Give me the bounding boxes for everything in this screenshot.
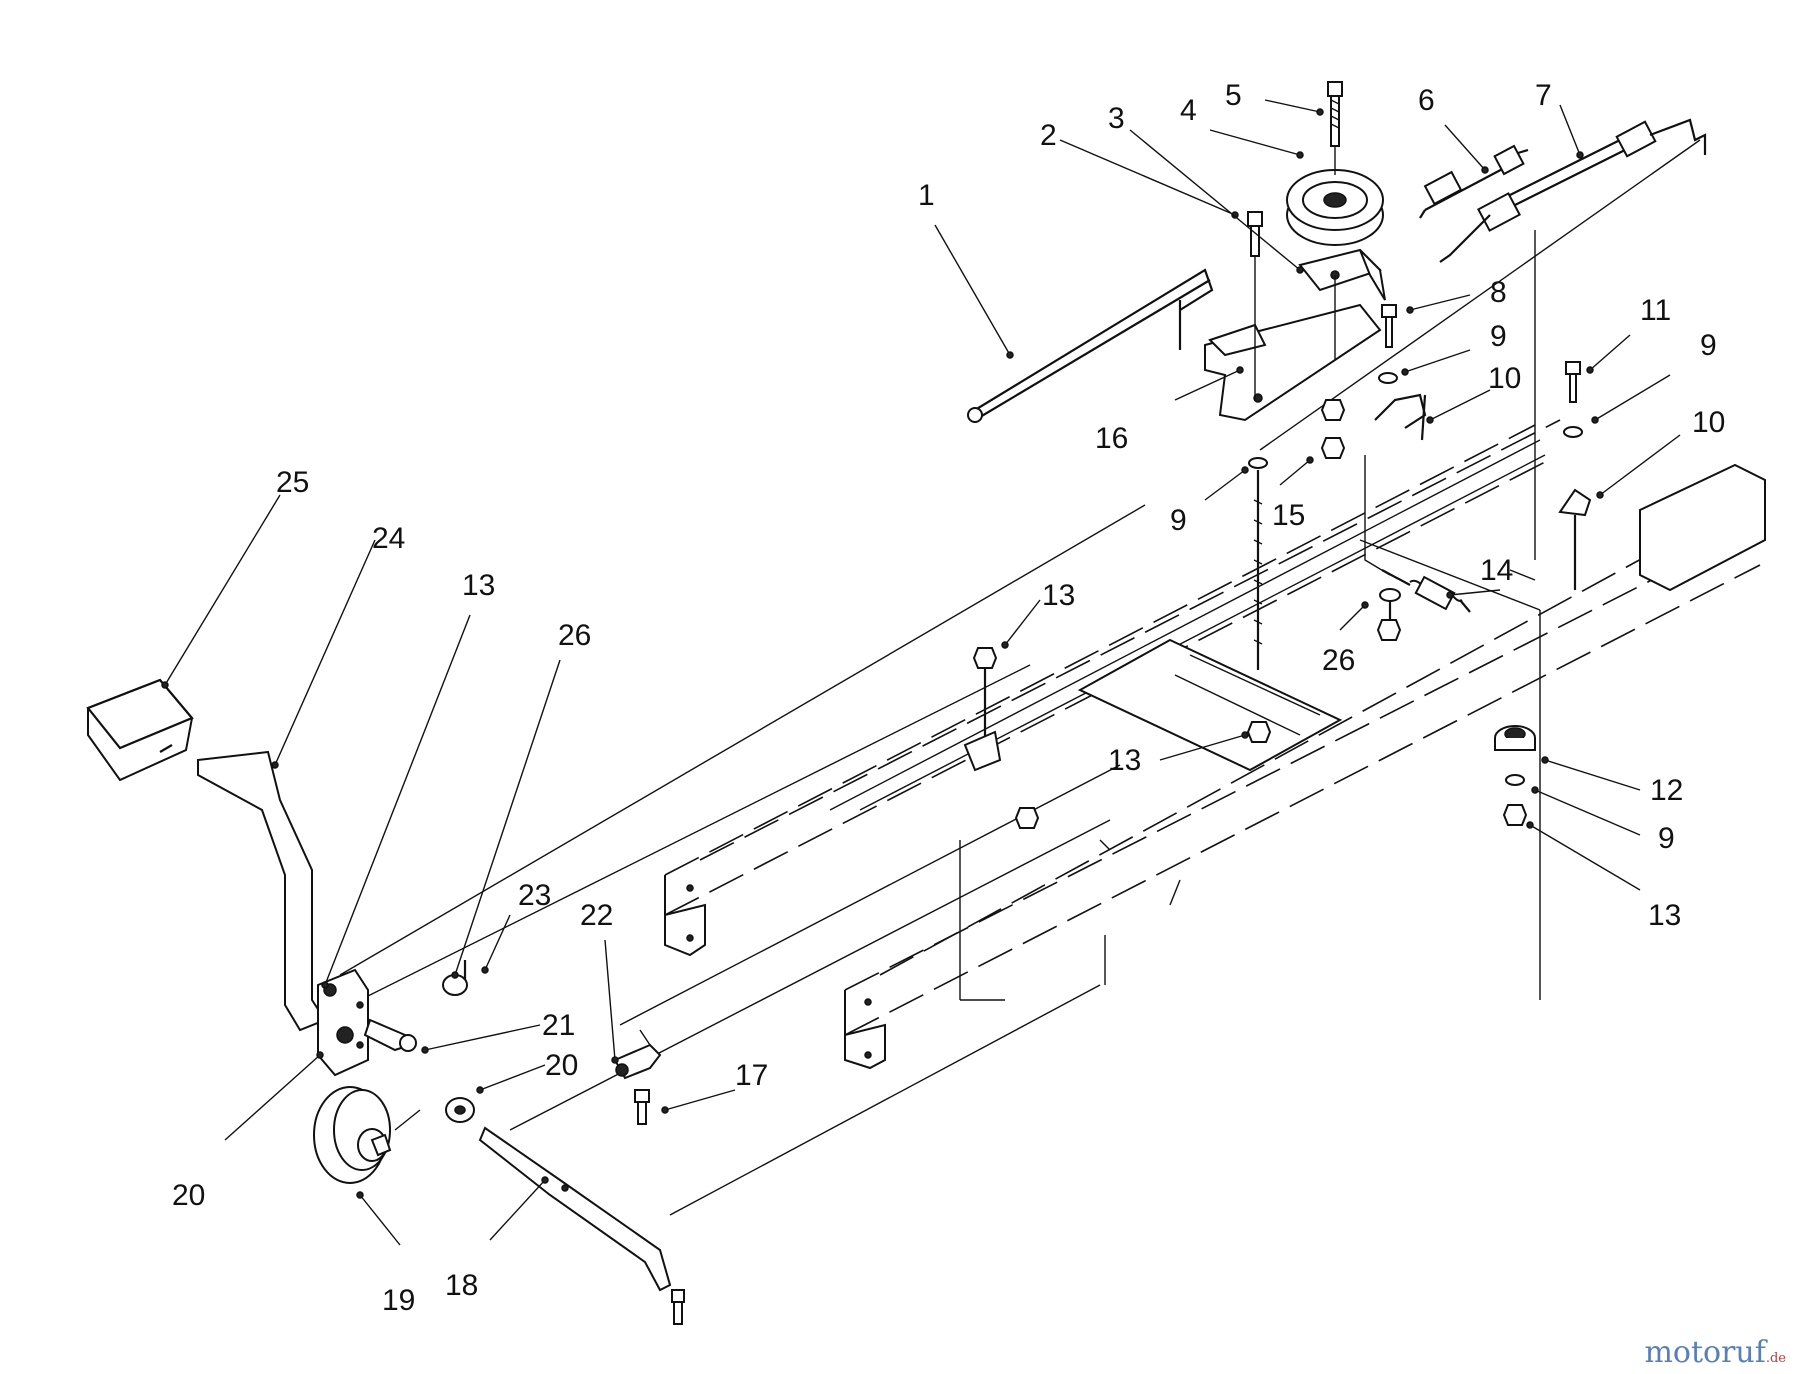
- callout-26-b: 26: [1322, 644, 1355, 677]
- part-22-clip: [613, 1029, 662, 1080]
- part-20-washer: [445, 1097, 475, 1123]
- leader-lines: [161, 99, 1681, 1246]
- part-19-pulley: [313, 1086, 421, 1184]
- assembly-lines: [339, 139, 1701, 1216]
- callout-25: 25: [276, 466, 309, 499]
- callout-5: 5: [1225, 79, 1242, 112]
- callout-14: 14: [1480, 554, 1513, 587]
- part-15-nut: [1320, 399, 1391, 576]
- part-13-nut-center: [1246, 721, 1272, 743]
- callout-4: 4: [1180, 94, 1197, 127]
- callout-18: 18: [445, 1269, 478, 1302]
- watermark-brand: motoruf: [1644, 1335, 1766, 1370]
- callout-13-d: 13: [1648, 899, 1681, 932]
- part-12-bushing: [1494, 725, 1536, 751]
- part-14-spring: [1381, 569, 1471, 613]
- callout-21: 21: [542, 1009, 575, 1042]
- part-2-bolt: [1247, 211, 1263, 400]
- callout-20-b: 20: [545, 1049, 578, 1082]
- callout-11: 11: [1640, 294, 1671, 327]
- part-9-washer-b: [1248, 457, 1268, 670]
- callout-9-d: 9: [1658, 822, 1675, 855]
- part-18-bolt: [671, 1289, 685, 1325]
- part-3-mount: [1298, 248, 1386, 360]
- callout-23: 23: [518, 879, 551, 912]
- callout-10-b: 10: [1692, 406, 1725, 439]
- part-11-bolt: [1565, 361, 1581, 403]
- part-1-rod: [967, 268, 1214, 423]
- part-5-bolt: [1327, 81, 1343, 175]
- cross-member: [1077, 638, 1343, 772]
- part-9-washer-d: [1505, 774, 1525, 786]
- callout-3: 3: [1108, 102, 1125, 135]
- callout-16: 16: [1095, 422, 1128, 455]
- part-10-clip-a: [1374, 393, 1427, 441]
- part-25-pedal-pad: [86, 678, 194, 782]
- part-18-rod: [478, 1126, 672, 1292]
- part-16-bracket: [1204, 303, 1382, 422]
- part-26-washer-right: [1376, 588, 1402, 641]
- part-21-bolt: [363, 1018, 417, 1052]
- callout-8: 8: [1490, 276, 1507, 309]
- part-9-washer-a: [1378, 372, 1398, 384]
- frame-rail-upper: [664, 419, 1561, 957]
- callout-2: 2: [1040, 119, 1057, 152]
- part-9-washer-c: [1563, 426, 1583, 438]
- part-7-rod: [1439, 118, 1707, 560]
- callout-15: 15: [1272, 499, 1305, 532]
- callout-26-a: 26: [558, 619, 591, 652]
- part-13-nut-right: [1502, 804, 1528, 826]
- part-10-clip-b: [1558, 488, 1592, 590]
- part-4-idler-pulley: [1286, 169, 1384, 246]
- callout-13-b: 13: [1042, 579, 1075, 612]
- callout-labels: 1 2 3 4 5 6 7 8 9 9 9 9 10 10 11 12 13 1…: [172, 79, 1725, 1317]
- callout-20-a: 20: [172, 1179, 205, 1212]
- callout-19: 19: [382, 1284, 415, 1317]
- part-13-nut-mid: [963, 647, 1040, 829]
- callout-6: 6: [1418, 84, 1435, 117]
- callout-17: 17: [735, 1059, 768, 1092]
- part-6-spring: [1419, 144, 1529, 219]
- callout-22: 22: [580, 899, 613, 932]
- callout-13-c: 13: [1108, 744, 1141, 777]
- callout-12: 12: [1650, 774, 1683, 807]
- watermark-logo: motoruf.de: [1644, 1335, 1786, 1370]
- part-24-pedal-arm: [197, 750, 327, 1032]
- part-8-bolt: [1381, 304, 1397, 348]
- callout-24: 24: [372, 522, 405, 555]
- callout-9-c: 9: [1700, 329, 1717, 362]
- frame-rail-lower: [844, 463, 1766, 1070]
- callout-7: 7: [1535, 79, 1552, 112]
- callout-13-a: 13: [462, 569, 495, 602]
- part-17-bolt: [634, 1089, 650, 1125]
- watermark-tld: .de: [1765, 1351, 1786, 1366]
- callout-9-a: 9: [1490, 320, 1507, 353]
- callout-9-b: 9: [1170, 504, 1187, 537]
- callout-1: 1: [918, 179, 935, 212]
- callout-10-a: 10: [1488, 362, 1521, 395]
